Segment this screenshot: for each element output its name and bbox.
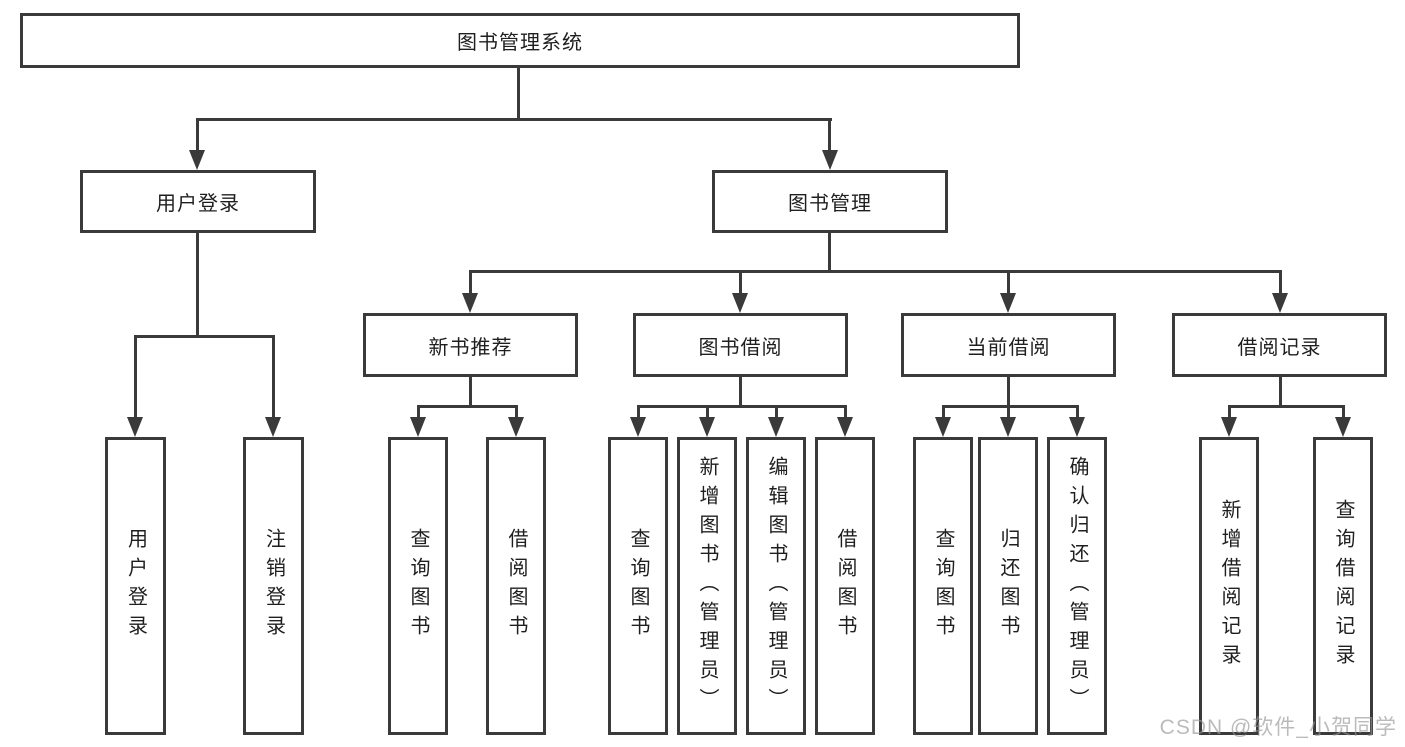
leaf-user-login: 用户登录: [105, 437, 166, 735]
arrow-to-leaf-borrow-borrow: [837, 417, 853, 437]
node-new-rec-label: 新书推荐: [428, 336, 513, 359]
connector-records-down: [1279, 375, 1282, 407]
leaf-borrow-borrow-books: 借阅图书: [815, 437, 875, 735]
node-book-borrow: 图书借阅: [633, 313, 848, 377]
connector-l3-stem: [739, 270, 742, 295]
arrow-to-leaf-current-query: [935, 417, 951, 437]
connector-leaf-stem: [706, 405, 709, 419]
connector-l3-stem: [469, 270, 472, 295]
connector-leaf-stem: [844, 405, 847, 419]
arrow-to-leaf-records-query: [1335, 417, 1351, 437]
connector-borrow-hbar: [637, 405, 847, 408]
leaf-borrow-query-books-label: 查询图书: [627, 528, 649, 644]
node-book-borrow-label: 图书借阅: [698, 336, 783, 359]
leaf-borrow-edit-books-label: 编辑图书（管理员）: [765, 455, 787, 717]
node-book-mgmt: 图书管理: [712, 170, 948, 233]
connector-leaf-stem: [1007, 405, 1010, 419]
connector-leaf-stem: [272, 335, 275, 419]
connector-leaf-stem: [775, 405, 778, 419]
leaf-records-add-label: 新增借阅记录: [1218, 499, 1240, 673]
leaf-rec-borrow-books: 借阅图书: [486, 437, 546, 735]
connector-l3-stem: [1007, 270, 1010, 295]
leaf-records-query: 查询借阅记录: [1313, 437, 1373, 735]
arrow-to-leaf-current-return: [1000, 417, 1016, 437]
connector-mgmt-stem: [828, 118, 831, 152]
arrow-to-new-rec: [462, 293, 478, 313]
leaf-current-confirm-return-label: 确认归还（管理员）: [1066, 455, 1088, 717]
leaf-borrow-add-books-label: 新增图书（管理员）: [696, 455, 718, 717]
leaf-logout: 注销登录: [243, 437, 304, 735]
leaf-rec-query-books: 查询图书: [388, 437, 448, 735]
connector-borrow-down: [739, 375, 742, 407]
node-borrow-records-label: 借阅记录: [1237, 336, 1322, 359]
connector-leaf-stem: [1342, 405, 1345, 419]
arrow-to-current-borrow: [1000, 293, 1016, 313]
leaf-logout-label: 注销登录: [262, 528, 285, 644]
connector-current-hbar: [942, 405, 1079, 408]
leaf-borrow-query-books: 查询图书: [608, 437, 668, 735]
arrow-to-leaf-borrow-edit: [768, 417, 784, 437]
arrow-to-leaf-borrow-query: [630, 417, 646, 437]
connector-leaf-stem: [1228, 405, 1231, 419]
connector-mgmt-down: [828, 231, 831, 272]
node-current-borrow-label: 当前借阅: [966, 336, 1051, 359]
node-user-login: 用户登录: [80, 170, 316, 233]
node-borrow-records: 借阅记录: [1172, 313, 1387, 377]
csdn-watermark: CSDN @软件_小贺同学: [1159, 716, 1397, 739]
leaf-current-return-books-label: 归还图书: [997, 528, 1019, 644]
leaf-current-confirm-return: 确认归还（管理员）: [1047, 437, 1107, 735]
connector-current-down: [1007, 375, 1010, 407]
connector-leaf-stem: [417, 405, 420, 419]
connector-leaf-stem: [942, 405, 945, 419]
arrow-to-leaf-user-login: [127, 417, 143, 437]
connector-leaf-stem: [637, 405, 640, 419]
connector-rec-hbar: [417, 405, 518, 408]
arrow-to-user-login: [189, 150, 205, 170]
arrow-to-book-borrow: [732, 293, 748, 313]
arrow-to-leaf-rec-borrow: [508, 417, 524, 437]
node-user-login-label: 用户登录: [156, 193, 240, 215]
arrow-to-leaf-logout: [265, 417, 281, 437]
node-new-rec: 新书推荐: [363, 313, 578, 377]
leaf-records-query-label: 查询借阅记录: [1332, 499, 1354, 673]
connector-mgmt-hbar: [469, 270, 1282, 273]
leaf-borrow-add-books: 新增图书（管理员）: [677, 437, 737, 735]
leaf-current-return-books: 归还图书: [978, 437, 1038, 735]
leaf-borrow-edit-books: 编辑图书（管理员）: [746, 437, 806, 735]
connector-root-stem: [517, 66, 520, 120]
connector-leaf-stem: [1076, 405, 1079, 419]
leaf-rec-borrow-books-label: 借阅图书: [505, 528, 527, 644]
connector-leaf-stem: [134, 335, 137, 419]
connector-root-hbar: [196, 118, 832, 121]
node-current-borrow: 当前借阅: [901, 313, 1116, 377]
connector-leaf-stem: [515, 405, 518, 419]
connector-l3-stem: [1279, 270, 1282, 295]
leaf-user-login-label: 用户登录: [124, 528, 147, 644]
connector-user-hbar: [134, 335, 275, 338]
arrow-to-leaf-records-add: [1221, 417, 1237, 437]
leaf-borrow-borrow-books-label: 借阅图书: [834, 528, 856, 644]
arrow-to-leaf-rec-query: [410, 417, 426, 437]
leaf-records-add: 新增借阅记录: [1199, 437, 1259, 735]
connector-user-down: [196, 231, 199, 337]
leaf-rec-query-books-label: 查询图书: [407, 528, 429, 644]
arrow-to-borrow-records: [1272, 293, 1288, 313]
arrow-to-leaf-current-confirm: [1069, 417, 1085, 437]
node-book-mgmt-label: 图书管理: [788, 193, 872, 215]
leaf-current-query-books: 查询图书: [913, 437, 973, 735]
connector-records-hbar: [1228, 405, 1345, 408]
leaf-current-query-books-label: 查询图书: [932, 528, 954, 644]
node-library-system: 图书管理系统: [20, 13, 1020, 68]
connector-rec-down: [469, 375, 472, 407]
node-library-system-label: 图书管理系统: [457, 32, 583, 54]
arrow-to-book-mgmt: [822, 150, 838, 170]
connector-user-stem: [196, 118, 199, 152]
arrow-to-leaf-borrow-add: [699, 417, 715, 437]
